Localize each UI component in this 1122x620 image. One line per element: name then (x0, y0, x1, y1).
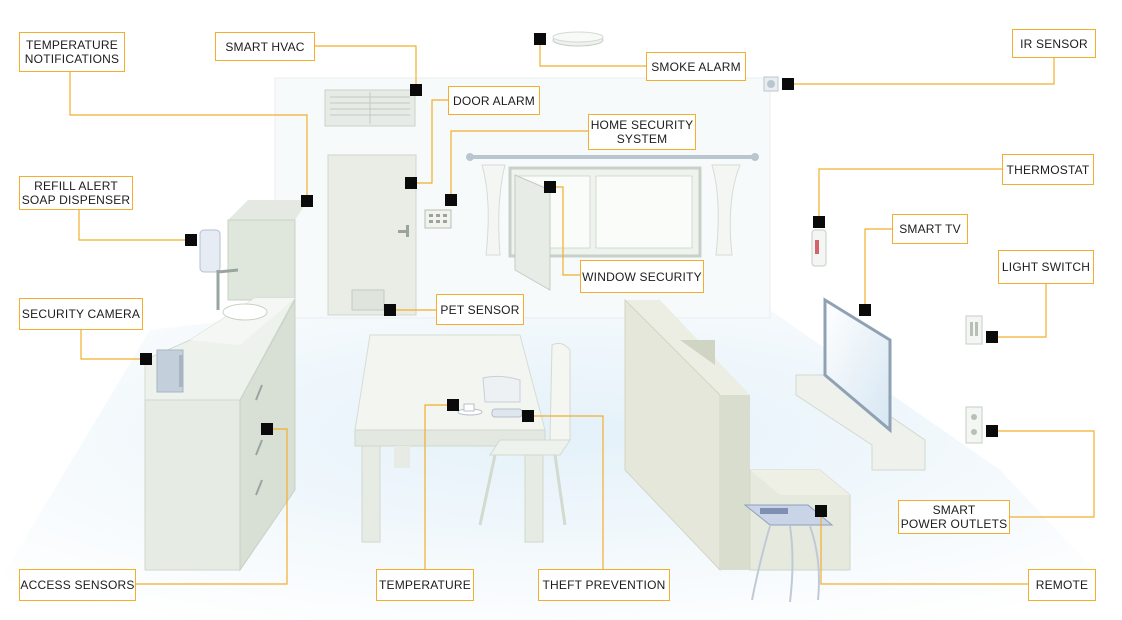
soap-dispenser-device (199, 229, 221, 273)
label-smart-power-outlets: SMART POWER OUTLETS (898, 500, 1010, 534)
label-remote: REMOTE (1028, 569, 1096, 601)
leader-temperature-notifications (69, 72, 308, 200)
leader-temperature (424, 404, 453, 570)
leader-light-switch (992, 284, 1047, 338)
door (327, 154, 417, 316)
label-ir-sensor: IR SENSOR (1012, 29, 1096, 58)
marker-smart-hvac[interactable] (410, 84, 422, 96)
leader-thermostat (818, 168, 1002, 222)
leader-window-security (550, 186, 580, 276)
marker-thermostat[interactable] (813, 216, 825, 228)
label-home-security-system: HOME SECURITY SYSTEM (588, 114, 696, 150)
marker-home-security-system[interactable] (445, 194, 457, 206)
marker-pet-sensor[interactable] (384, 304, 396, 316)
label-window-security: WINDOW SECURITY (580, 260, 704, 293)
label-access-sensors: ACCESS SENSORS (19, 569, 136, 601)
marker-ir-sensor[interactable] (782, 78, 794, 90)
marker-light-switch[interactable] (986, 331, 998, 343)
leader-access-sensors (136, 428, 288, 585)
marker-remote[interactable] (815, 505, 827, 517)
label-theft-prevention: THEFT PREVENTION (538, 569, 670, 601)
label-thermostat: THERMOSTAT (1002, 154, 1094, 185)
marker-temperature-notifications[interactable] (301, 195, 313, 207)
security-camera-device (156, 349, 184, 393)
leader-lines (69, 40, 1095, 585)
marker-theft-prevention[interactable] (522, 410, 534, 422)
smart-tv-device (823, 297, 892, 434)
label-temperature-notifications: TEMPERATURE NOTIFICATIONS (19, 32, 125, 72)
label-temperature: TEMPERATURE (376, 569, 474, 601)
security-keypad (424, 209, 452, 229)
light-switch-device (965, 315, 983, 345)
marker-window-security[interactable] (544, 181, 556, 193)
upper-cabinet (227, 200, 308, 301)
label-refill-alert-soap-dispenser: REFILL ALERT SOAP DISPENSER (19, 176, 133, 210)
leader-ir-sensor (788, 58, 1055, 85)
leader-security-camera (80, 330, 146, 360)
label-smart-tv: SMART TV (892, 214, 968, 244)
marker-smoke-alarm[interactable] (534, 33, 546, 45)
marker-access-sensors[interactable] (261, 423, 273, 435)
remote-device (743, 504, 834, 603)
leader-remote (820, 511, 1028, 585)
marker-security-camera[interactable] (140, 353, 152, 365)
dining-table (354, 334, 546, 543)
marker-door-alarm[interactable] (405, 177, 417, 189)
marker-temperature[interactable] (447, 399, 459, 411)
hvac-vent (324, 89, 416, 127)
ir-sensor-device (763, 76, 779, 92)
leader-home-security-system (450, 130, 588, 200)
label-pet-sensor: PET SENSOR (436, 294, 524, 325)
leader-theft-prevention (528, 415, 604, 570)
label-smoke-alarm: SMOKE ALARM (646, 52, 746, 81)
marker-smart-power-outlets[interactable] (986, 425, 998, 437)
label-light-switch: LIGHT SWITCH (998, 250, 1094, 284)
leader-smoke-alarm (539, 40, 646, 67)
leader-smart-power-outlets (992, 430, 1095, 518)
label-door-alarm: DOOR ALARM (448, 86, 540, 115)
leader-refill-alert-soap-dispenser (78, 208, 191, 241)
leader-door-alarm (411, 99, 448, 184)
smoke-alarm-device (552, 31, 604, 47)
marker-refill-alert-soap-dispenser[interactable] (185, 234, 197, 246)
leader-smart-hvac (315, 45, 417, 90)
label-security-camera: SECURITY CAMERA (19, 298, 143, 330)
leader-smart-tv (864, 228, 892, 310)
label-smart-hvac: SMART HVAC (215, 32, 315, 61)
thermostat-device (811, 229, 827, 267)
power-outlet-device (965, 406, 983, 444)
marker-smart-tv[interactable] (859, 304, 871, 316)
window (466, 153, 759, 291)
